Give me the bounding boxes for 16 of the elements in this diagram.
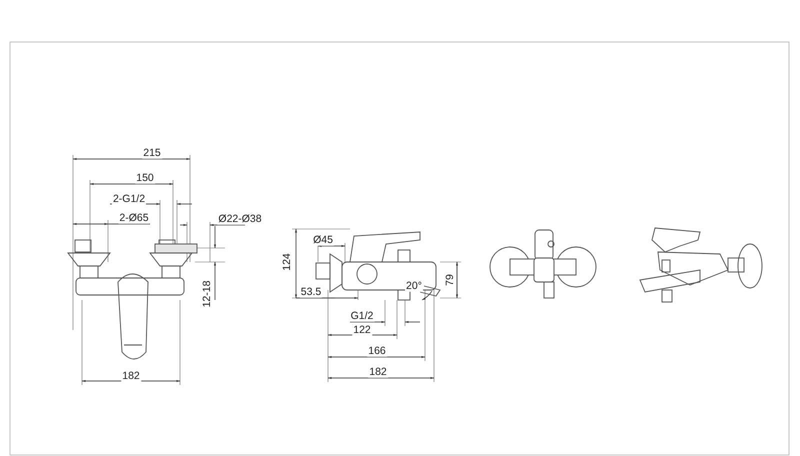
dimension-label: 182 bbox=[121, 370, 141, 382]
dimension-label: 79 bbox=[444, 273, 456, 287]
dimension-label: 2-Ø65 bbox=[118, 212, 150, 224]
dimension-label: 166 bbox=[367, 346, 387, 356]
dimension-label: 12-18 bbox=[202, 280, 212, 308]
dimension-label: G1/2 bbox=[350, 310, 374, 322]
dimension-label: 53.5 bbox=[300, 286, 322, 298]
dimension-label: 20° bbox=[405, 280, 423, 292]
dimension-label: 150 bbox=[135, 172, 155, 184]
dimension-label: 2-G1/2 bbox=[112, 194, 146, 204]
dimension-label: 124 bbox=[282, 252, 292, 272]
dimension-label: 215 bbox=[142, 148, 162, 158]
dimension-label: Ø45 bbox=[312, 234, 334, 246]
dimension-label: 182 bbox=[368, 366, 388, 378]
dimension-label: Ø22-Ø38 bbox=[217, 214, 263, 224]
dimension-label: 122 bbox=[352, 324, 372, 336]
